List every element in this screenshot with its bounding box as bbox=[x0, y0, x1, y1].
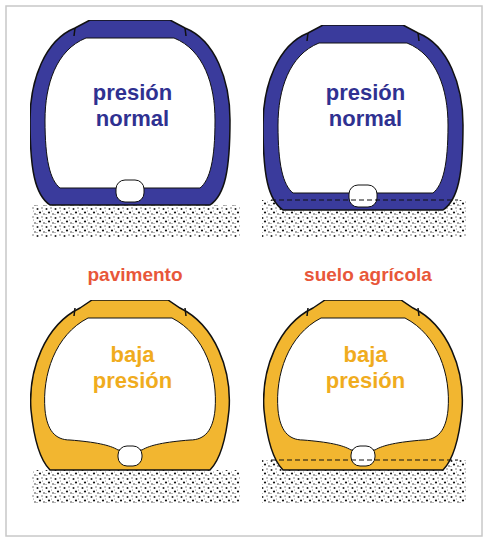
pavement-ground bbox=[32, 470, 240, 504]
tire-label: baja presión bbox=[311, 342, 421, 394]
surface-label: suelo agrícola bbox=[304, 264, 432, 286]
tire-label: presión normal bbox=[306, 80, 426, 132]
tire-label: baja presión bbox=[78, 342, 188, 394]
tire-section: presión normal bbox=[30, 20, 235, 210]
pavement-ground bbox=[32, 205, 240, 237]
surface-label: pavimento bbox=[87, 264, 182, 286]
tire-section: baja presión bbox=[263, 300, 468, 490]
tire-outline bbox=[263, 300, 468, 490]
tire-section: baja presión bbox=[30, 300, 235, 490]
tire-label: presión normal bbox=[73, 80, 193, 132]
tire-section: presión normal bbox=[263, 25, 468, 215]
frame bbox=[6, 6, 482, 536]
tire-outline bbox=[30, 300, 235, 490]
